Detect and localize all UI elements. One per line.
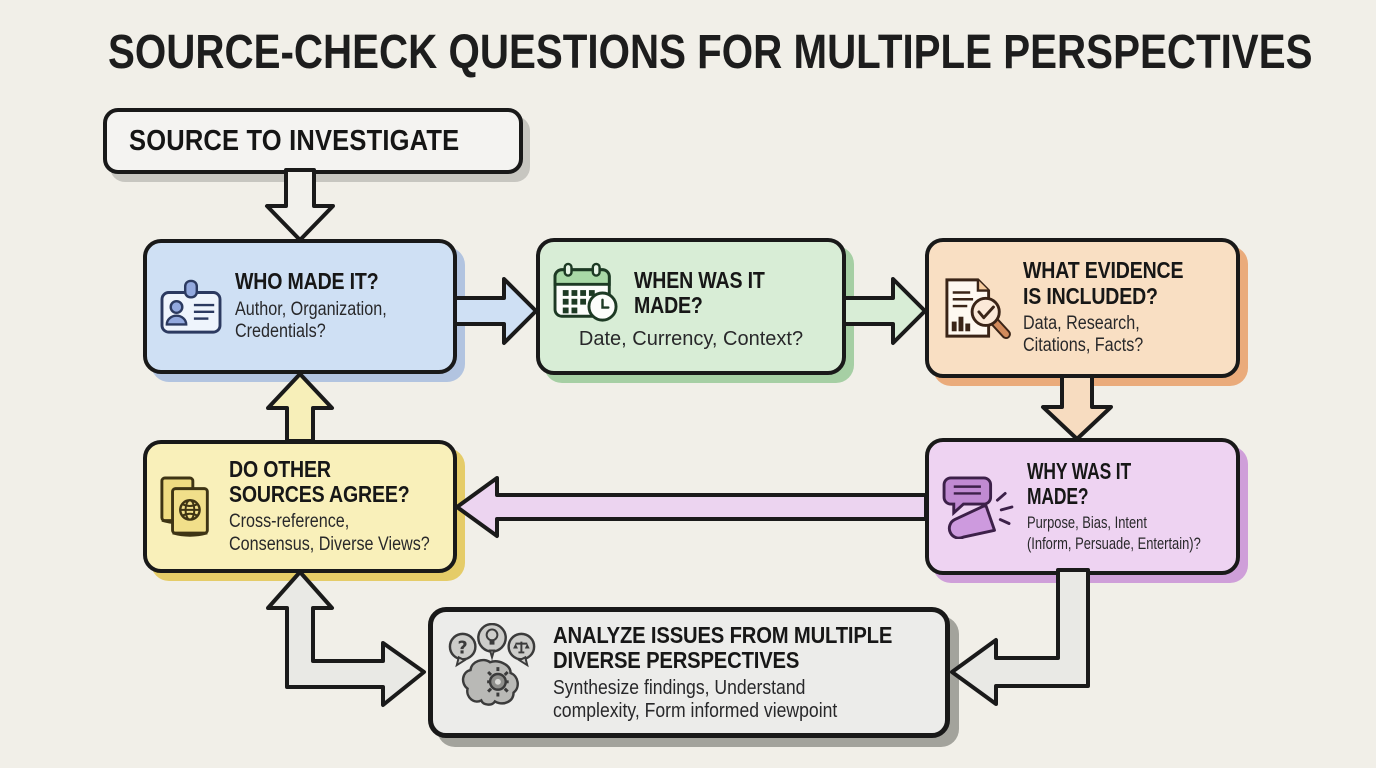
node-heading: DO OTHER SOURCES AGREE? [229, 455, 410, 508]
node-subtitle: Date, Currency, Context? [578, 328, 804, 350]
arrow-who-to-when [453, 277, 538, 345]
arrow-when-to-evidence [842, 277, 927, 345]
arrow-evidence-to-why [1041, 374, 1113, 441]
brain-ideas-icon: ? [448, 622, 536, 706]
node-heading: SOURCE TO INVESTIGATE [129, 124, 460, 157]
node-heading: ANALYZE ISSUES FROM MULTIPLE DIVERSE PER… [553, 621, 893, 674]
node-heading: WHO MADE IT? [235, 268, 379, 295]
node-why-was-it-made: WHY WAS IT MADE? Purpose, Bias, Intent (… [925, 438, 1240, 575]
svg-text:?: ? [458, 638, 468, 658]
node-subtitle: Synthesize findings, Understand complexi… [553, 677, 838, 722]
node-who-made-it: WHO MADE IT? Author, Organization, Crede… [143, 239, 457, 374]
node-heading: WHEN WAS IT MADE? [634, 266, 765, 318]
node-subtitle: Author, Organization, Credentials? [235, 298, 387, 343]
node-heading: WHAT EVIDENCE IS INCLUDED? [1023, 257, 1184, 309]
arrow-agree-to-who [266, 372, 334, 443]
node-subtitle: Purpose, Bias, Intent (Inform, Persuade,… [1027, 513, 1201, 553]
document-magnifier-icon [945, 278, 1011, 340]
books-globe-icon [160, 476, 209, 537]
node-subtitle: Cross-reference, Consensus, Diverse View… [229, 511, 430, 555]
node-what-evidence-is-included: WHAT EVIDENCE IS INCLUDED? Data, Researc… [925, 238, 1240, 378]
node-source-to-investigate: SOURCE TO INVESTIGATE [103, 108, 523, 174]
arrow-why-to-analyze [950, 568, 1090, 706]
node-when-was-it-made: WHEN WAS IT MADE? Date, Currency, Contex… [536, 238, 846, 375]
node-subtitle: Data, Research, Citations, Facts? [1023, 312, 1144, 357]
diagram-title: SOURCE-CHECK QUESTIONS FOR MULTIPLE PERS… [108, 26, 1313, 79]
node-do-other-sources-agree: DO OTHER SOURCES AGREE? Cross-reference,… [143, 440, 457, 573]
node-analyze-issues: ? ANALYZE ISSUES FROM MULTIPLE DIVERSE P… [428, 607, 950, 738]
arrow-source-to-who [265, 168, 335, 242]
arrow-why-to-agree [455, 476, 928, 538]
arrow-analyze-agree-two-way [266, 570, 426, 707]
calendar-clock-icon [553, 262, 618, 322]
id-card-icon [160, 279, 222, 334]
node-heading: WHY WAS IT MADE? [1027, 457, 1132, 510]
speech-megaphone-icon [942, 475, 1014, 539]
